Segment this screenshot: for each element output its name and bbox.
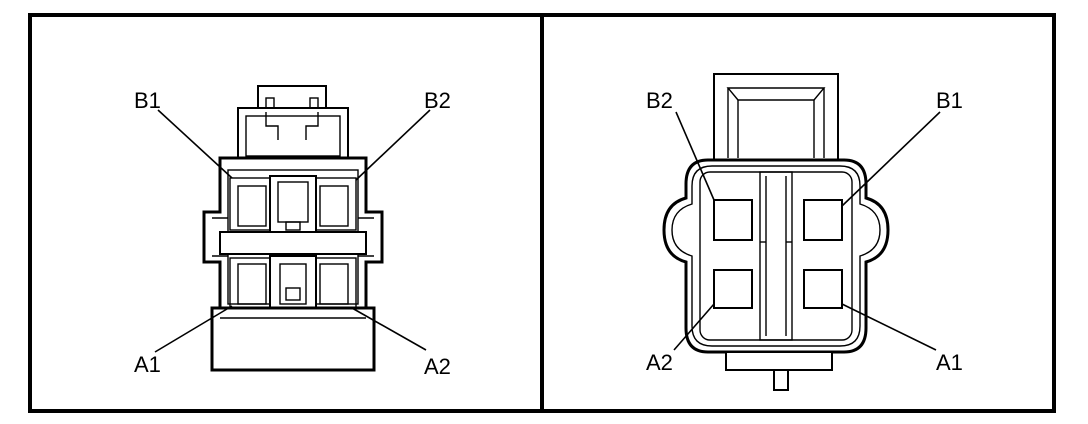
left-label-a2: A2 [424, 354, 451, 379]
right-label-a2: A2 [646, 350, 673, 375]
right-label-b1: B1 [936, 88, 963, 113]
left-label-a1: A1 [134, 352, 161, 377]
right-label-b2: B2 [646, 88, 673, 113]
right-connector-view [662, 73, 941, 391]
right-label-a1: A1 [936, 350, 963, 375]
left-label-b1: B1 [134, 88, 161, 113]
left-connector-view [154, 85, 431, 372]
left-label-b2: B2 [424, 88, 451, 113]
